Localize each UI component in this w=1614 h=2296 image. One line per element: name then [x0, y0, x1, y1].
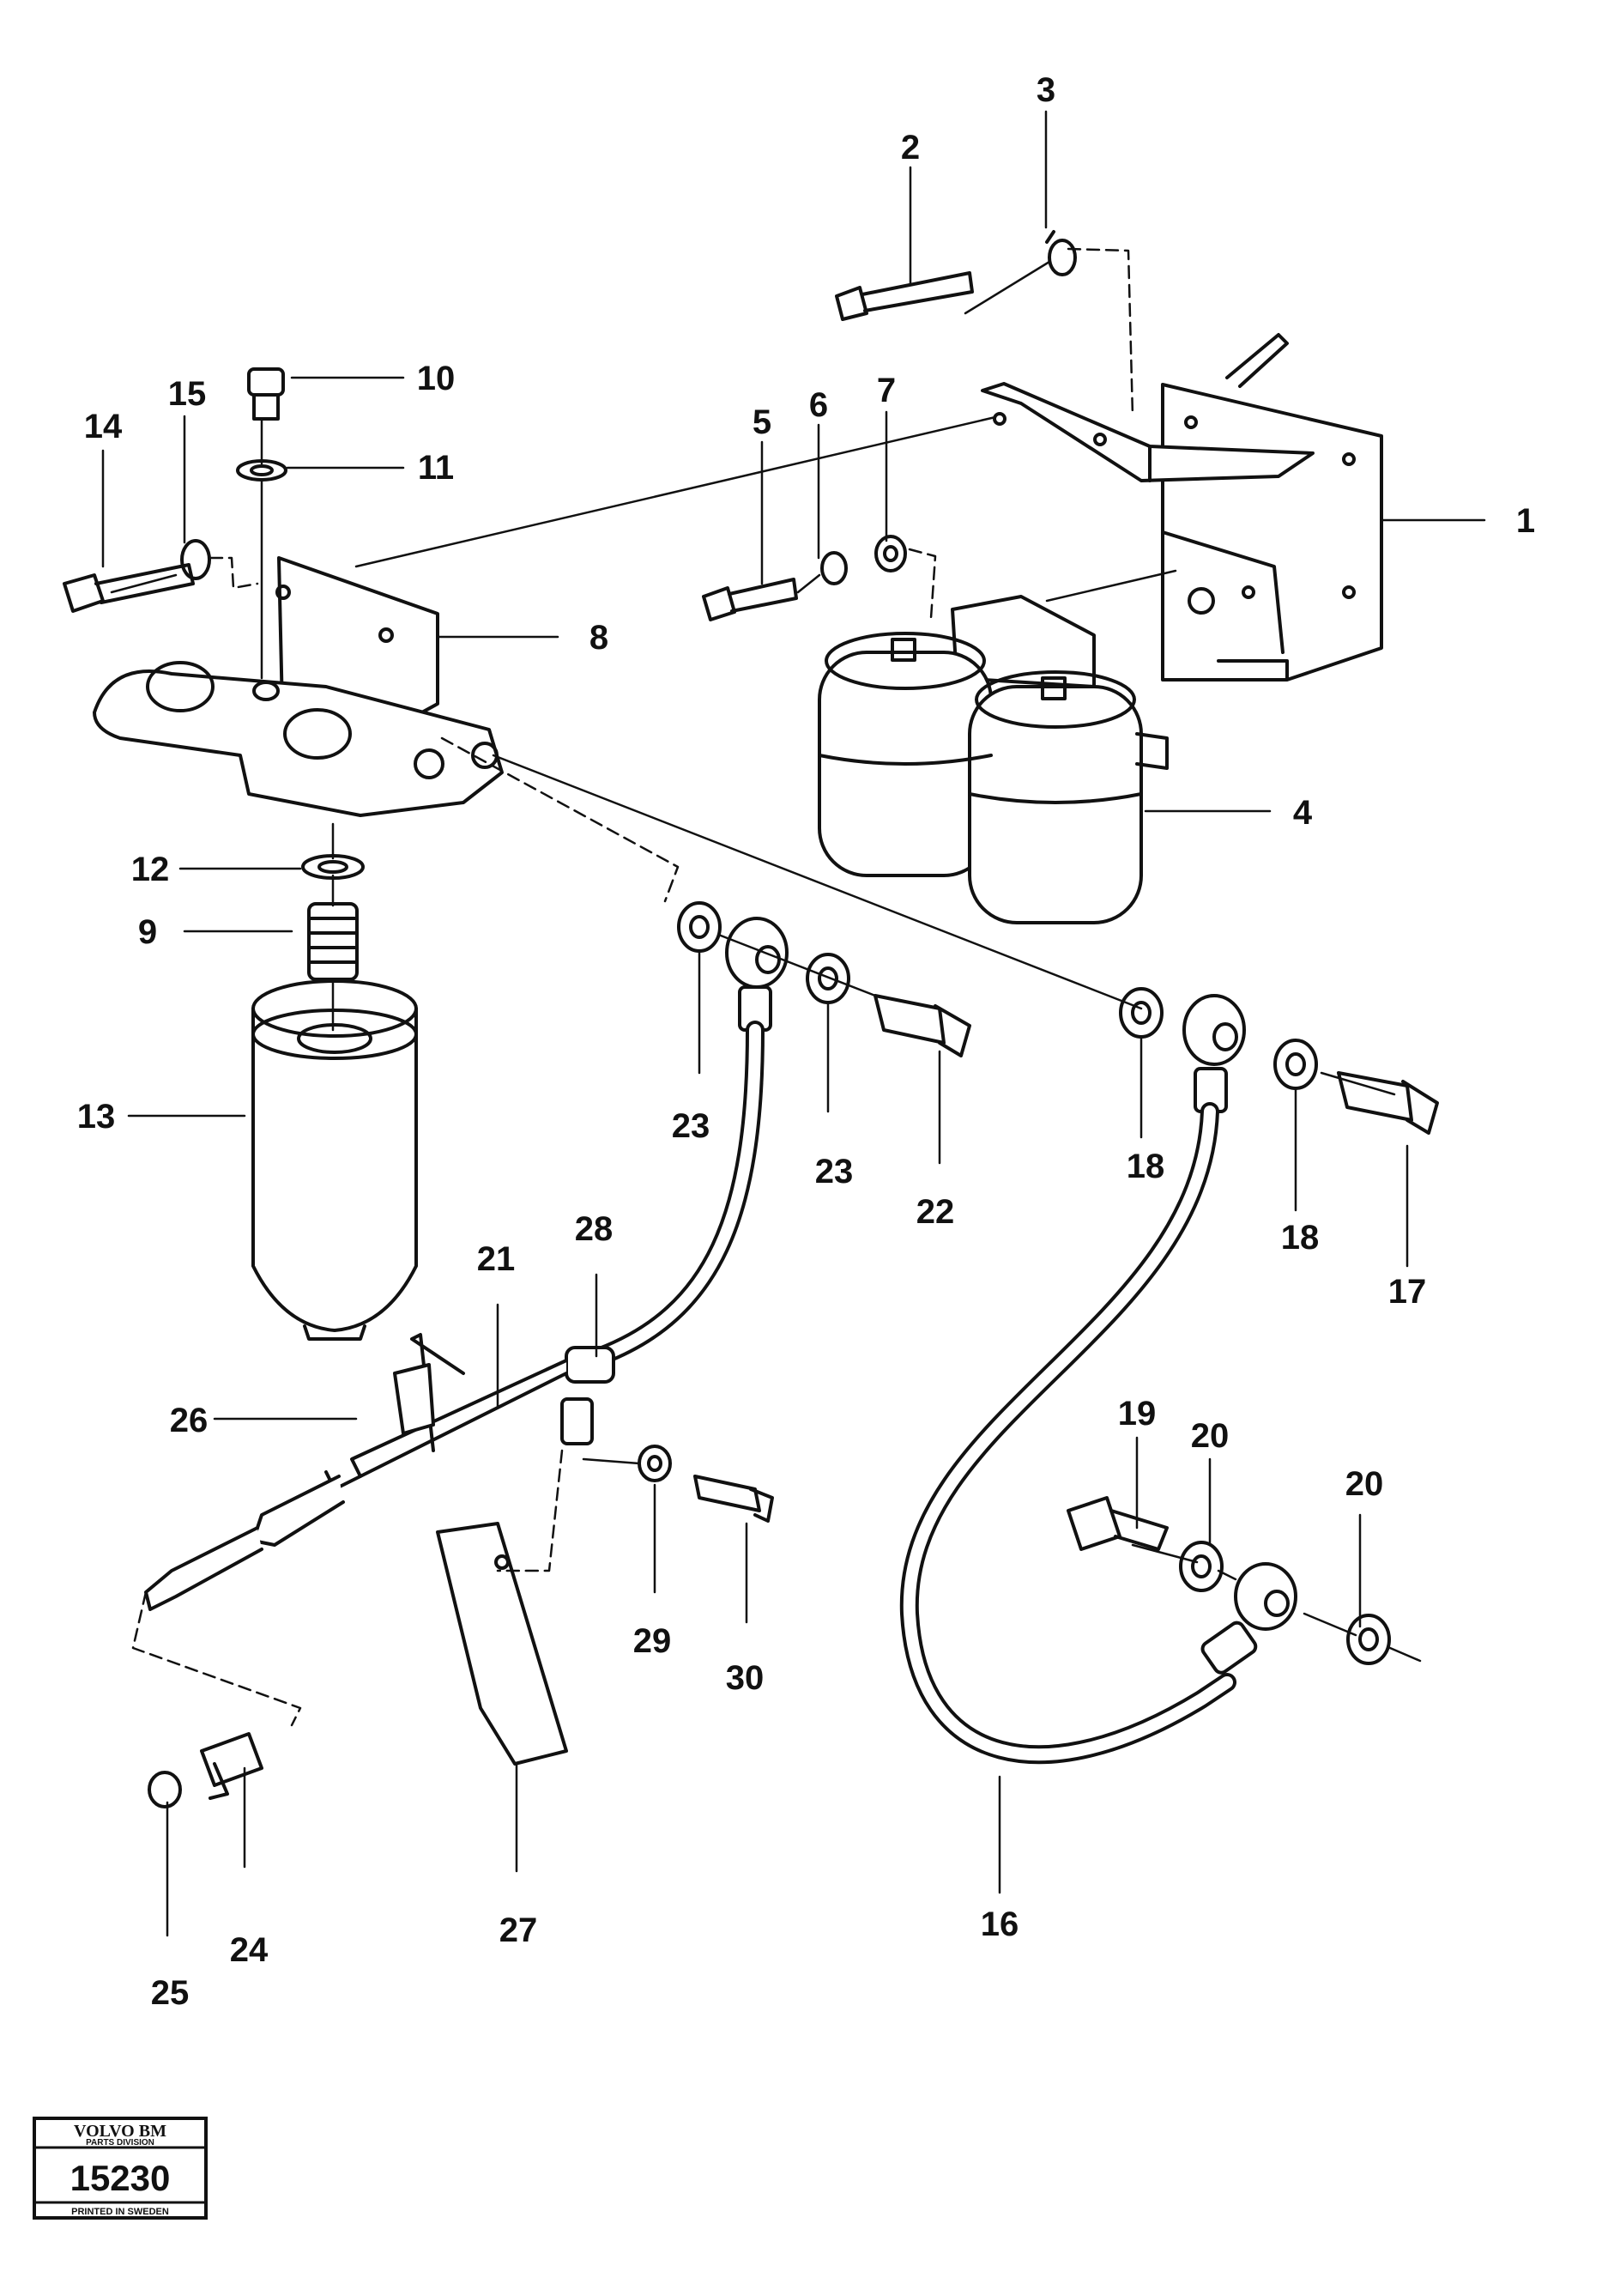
parts-stamp: VOLVO BM PARTS DIVISION 15230 PRINTED IN… [33, 2117, 208, 2220]
callout-22: 22 [916, 1193, 955, 1231]
callout-26: 26 [170, 1402, 209, 1439]
callout-1: 1 [1516, 502, 1535, 540]
callout-11: 11 [418, 449, 454, 487]
callout-21: 21 [477, 1240, 516, 1278]
callout-19: 19 [1118, 1395, 1157, 1433]
filter-head [93, 556, 504, 817]
callout-30: 30 [726, 1659, 765, 1697]
callout-14: 14 [84, 408, 123, 445]
stamp-brand: VOLVO BM [74, 2122, 166, 2141]
callout-17: 17 [1388, 1273, 1427, 1311]
twin-fuel-filter [818, 595, 1169, 924]
callout-13: 13 [77, 1098, 116, 1136]
hose-upper [144, 1021, 765, 1611]
stamp-number: 15230 [70, 2158, 171, 2198]
callout-18b: 18 [1281, 1219, 1320, 1257]
banjo-fitting-right [1119, 987, 1439, 1135]
filter-cartridge [251, 979, 418, 1341]
banjo-fitting-lower [1067, 1496, 1391, 1665]
callout-15: 15 [168, 375, 207, 413]
callout-12: 12 [131, 851, 170, 888]
mounting-bracket [981, 333, 1383, 682]
callout-23b: 23 [815, 1153, 854, 1190]
callout-28: 28 [575, 1210, 614, 1248]
callout-2: 2 [901, 129, 920, 167]
hose-clip [393, 1363, 435, 1435]
callout-8: 8 [589, 619, 608, 657]
bolt-and-washer-clip [638, 1445, 774, 1523]
stamp-printed: PRINTED IN SWEDEN [71, 2207, 169, 2217]
plug-and-seal [148, 1732, 263, 1808]
bolt-and-washers-mid [702, 535, 907, 621]
callout-27: 27 [499, 1911, 538, 1949]
stamp-division: PARTS DIVISION [86, 2138, 154, 2148]
hose-lower [899, 1102, 1258, 1765]
hose-bracket [436, 1522, 568, 1766]
callout-10: 10 [417, 360, 456, 397]
callout-5: 5 [753, 403, 771, 441]
callout-18a: 18 [1127, 1148, 1165, 1185]
callout-3: 3 [1037, 71, 1055, 109]
leader-lines [101, 110, 1486, 1937]
nipple-and-seal [301, 854, 365, 981]
callout-20b: 20 [1345, 1465, 1384, 1503]
bolt-and-washer-left [63, 539, 211, 613]
callout-4: 4 [1293, 794, 1313, 832]
callout-6: 6 [809, 386, 828, 424]
callout-25: 25 [151, 1974, 190, 2012]
callout-20a: 20 [1191, 1417, 1230, 1455]
callout-9: 9 [138, 913, 157, 951]
callout-16: 16 [981, 1905, 1019, 1943]
callouts: 1 2 3 4 5 6 7 8 9 10 11 12 13 14 15 16 1… [77, 71, 1535, 2012]
callout-7: 7 [877, 372, 896, 409]
banjo-fitting-upper [677, 901, 971, 1057]
callout-23a: 23 [672, 1107, 710, 1145]
assembly-lines [110, 247, 1422, 1727]
callout-24: 24 [230, 1931, 269, 1969]
callout-29: 29 [633, 1622, 672, 1660]
bolt-and-washer-top [835, 230, 1077, 321]
